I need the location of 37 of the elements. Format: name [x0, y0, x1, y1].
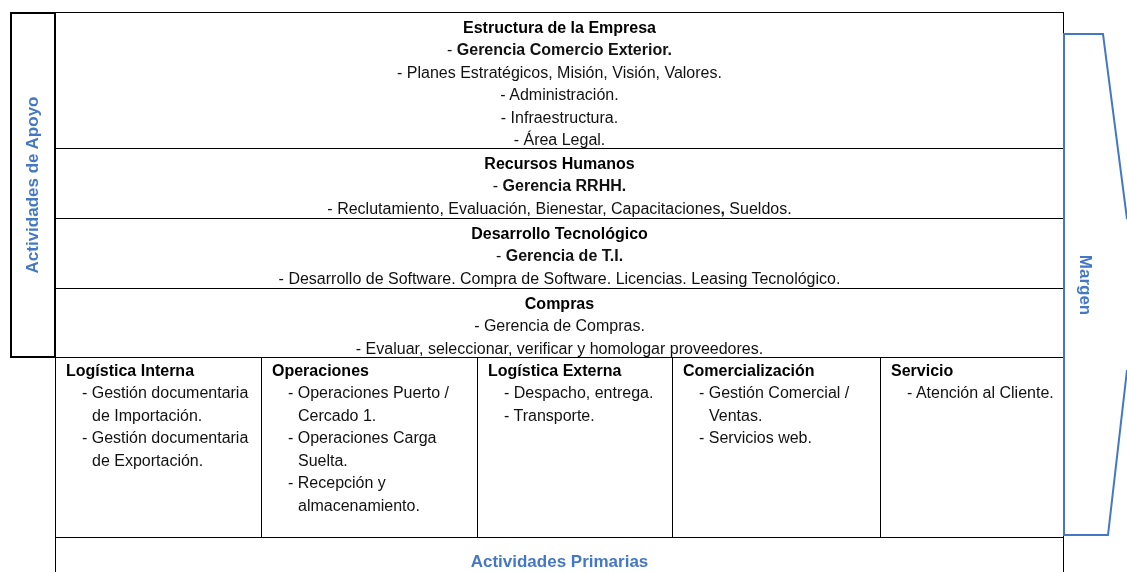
- band-heading: Compras: [524, 294, 595, 314]
- list-item: - Operaciones Puerto / Cercado 1.: [287, 383, 450, 426]
- list-item: - Transporte.: [503, 405, 596, 426]
- list-item: - Despacho, entrega.: [503, 383, 655, 403]
- list-item: - Atención al Cliente.: [906, 383, 1055, 403]
- column-heading: Logística Externa: [488, 361, 622, 381]
- list-item: - Evaluar, seleccionar, verificar y homologar proveedores.: [355, 338, 764, 359]
- primary-activities-box: [55, 537, 1064, 572]
- list-item: - Área Legal.: [513, 129, 606, 150]
- list-item: - Operaciones Carga Suelta.: [287, 428, 438, 471]
- list-item: - Gestión documentaria de Importación.: [81, 383, 250, 426]
- list-item: - Desarrollo de Software. Compra de Software. Licencias. Leasing Tecnológico.: [278, 268, 841, 289]
- column-heading: Comercialización: [683, 361, 815, 381]
- list-item: - Gerencia de T.I.: [495, 246, 624, 266]
- list-item: - Gerencia RRHH.: [492, 176, 627, 196]
- list-item: - Gerencia de Compras.: [474, 316, 645, 336]
- column-heading: Operaciones: [272, 361, 369, 381]
- list-item: - Gerencia Comercio Exterior.: [447, 40, 672, 60]
- support-activity-band: [55, 12, 1064, 149]
- band-heading: Estructura de la Empresa: [463, 18, 656, 38]
- list-item: - Recepción y almacenamiento.: [287, 473, 421, 516]
- side-label: Margen: [1075, 254, 1095, 315]
- column-heading: Servicio: [891, 361, 954, 381]
- list-item: - Infraestructura.: [500, 107, 619, 128]
- list-item: - Reclutamiento, Evaluación, Bienestar, Capacitaciones, Sueldos.: [327, 198, 792, 219]
- band-heading: Recursos Humanos: [484, 154, 635, 174]
- side-label: Actividades de Apoyo: [23, 96, 43, 274]
- column-heading: Logística Interna: [66, 361, 195, 381]
- band-heading: Desarrollo Tecnológico: [471, 224, 648, 244]
- list-item: - Administración.: [500, 85, 619, 105]
- list-item: - Gestión documentaria de Exportación.: [81, 428, 250, 471]
- support-activities-box: [10, 12, 56, 358]
- primary-activities-label: Actividades Primarias: [469, 551, 650, 572]
- list-item: - Gestión Comercial / Ventas.: [698, 383, 851, 426]
- list-item: - Planes Estratégicos, Misión, Visión, Valores.: [397, 62, 722, 83]
- list-item: - Servicios web.: [698, 428, 813, 448]
- margin-chevron: [1063, 33, 1127, 536]
